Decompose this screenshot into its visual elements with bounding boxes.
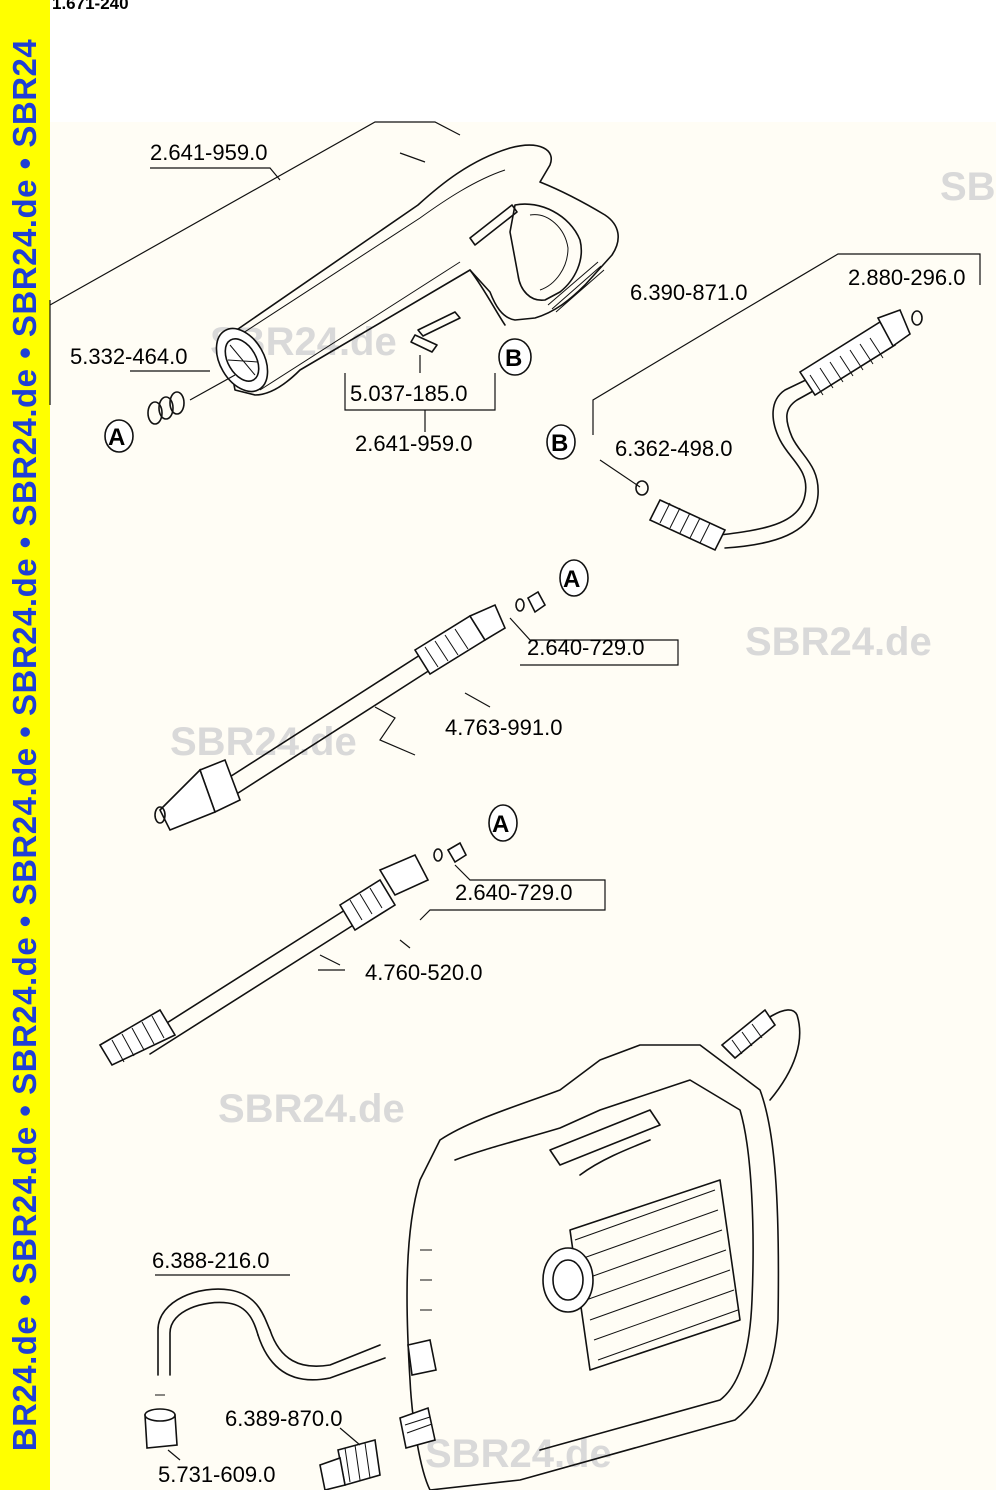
part-number-spring-set: 5.332-464.0 [70, 344, 187, 369]
watermark: SBR24.de [170, 720, 357, 764]
callout-letter: A [108, 424, 125, 451]
callout-letter: B [505, 345, 522, 372]
part-number-oring-top: 2.880-296.0 [848, 265, 965, 290]
watermark: SBR24.de [745, 620, 932, 664]
callout-letter: B [551, 430, 568, 457]
inlet-hose-drawing [144, 1288, 386, 1490]
hose-drawing [635, 308, 923, 552]
callout-a-lance-2: A [488, 804, 518, 842]
watermark: SB [940, 165, 996, 209]
part-number-lance-2: 4.760-520.0 [365, 960, 482, 985]
machine-body-drawing [399, 1008, 801, 1490]
callout-b-gun: B [498, 338, 532, 376]
part-number-gun-bottom: 2.641-959.0 [355, 431, 472, 456]
callout-letter: A [563, 566, 580, 593]
spray-gun-drawing [215, 144, 619, 396]
callout-b-hose: B [546, 424, 576, 460]
spring-set-part [147, 391, 185, 425]
part-number-gun-top: 2.641-959.0 [150, 140, 267, 165]
clip-part [410, 311, 461, 353]
watermark: SBR24.de [218, 1087, 405, 1131]
document-id: 1.671-240 [52, 0, 129, 13]
part-number-inlet-hose: 6.388-216.0 [152, 1248, 269, 1273]
lance-2-drawing [98, 841, 468, 1067]
part-number-clip: 5.037-185.0 [350, 381, 467, 406]
part-number-nozzle-adapter-2: 2.640-729.0 [455, 880, 572, 905]
part-number-oring-b: 6.362-498.0 [615, 436, 732, 461]
callout-letter: A [492, 811, 509, 838]
callout-a-lance-1: A [559, 559, 589, 597]
part-number-lance-1: 4.763-991.0 [445, 715, 562, 740]
part-number-hose-connector: 6.390-871.0 [630, 280, 747, 305]
callout-a-gun: A [104, 419, 134, 453]
watermark-sidebar: BR24.de • SBR24.de • SBR24.de • SBR24.de… [0, 0, 50, 1490]
part-number-nozzle-adapter-1: 2.640-729.0 [527, 635, 644, 660]
part-number-inlet-coupling: 6.389-870.0 [225, 1406, 342, 1431]
lance-1-drawing [154, 590, 547, 832]
part-number-filter-cap: 5.731-609.0 [158, 1462, 275, 1487]
